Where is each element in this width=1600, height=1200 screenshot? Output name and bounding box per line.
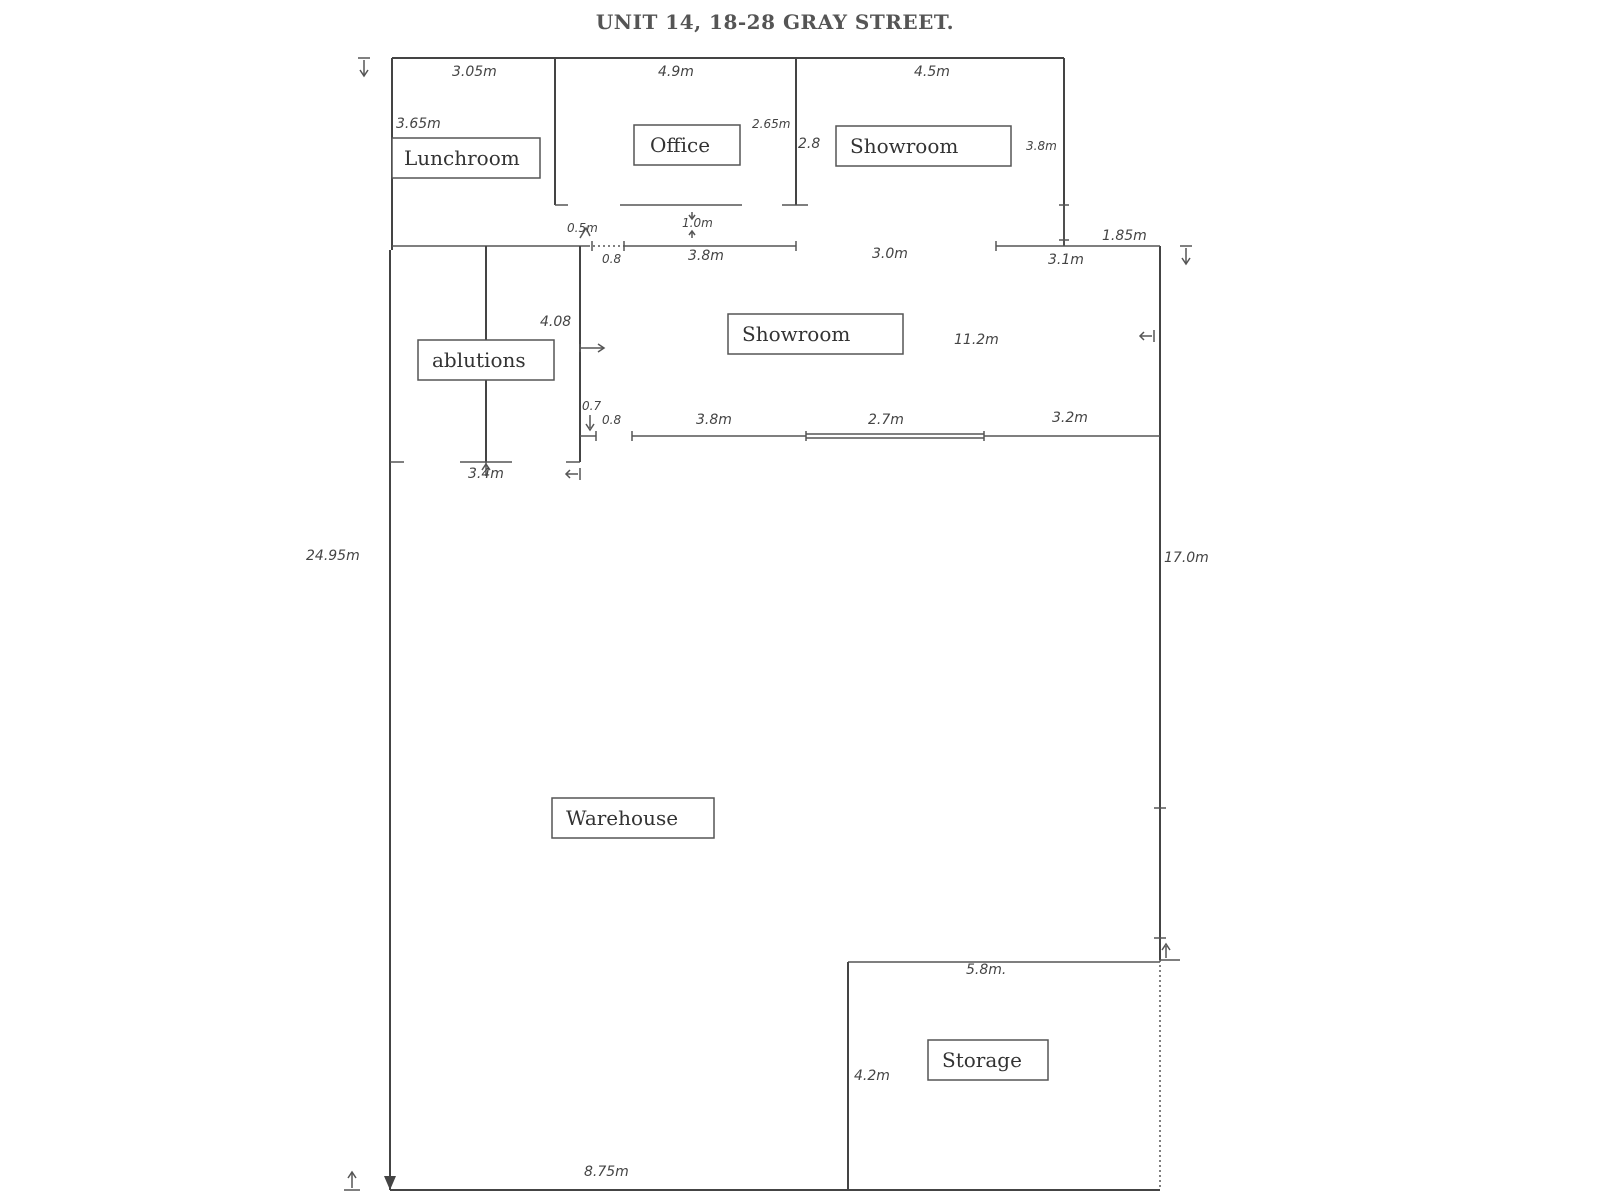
dim-storage-width: 5.8m. bbox=[966, 962, 1006, 978]
room-storage: Storage bbox=[927, 1039, 1049, 1081]
room-lunchroom: Lunchroom bbox=[391, 137, 541, 179]
dim-office-wall: 2.8 bbox=[798, 136, 820, 152]
room-office: Office bbox=[633, 124, 741, 166]
dim-door-1-0: 1.0m bbox=[682, 216, 713, 230]
storage-walls bbox=[847, 961, 1160, 1190]
warehouse-label: Warehouse bbox=[566, 806, 678, 830]
dim-seg-0-7: 0.7 bbox=[582, 399, 601, 413]
room-warehouse: Warehouse bbox=[551, 797, 715, 839]
showroom-top-label: Showroom bbox=[850, 134, 958, 158]
room-showroom-top: Showroom bbox=[835, 125, 1012, 167]
upper-partitions bbox=[554, 58, 1069, 246]
showroom-warehouse-wall bbox=[580, 431, 1160, 441]
storage-label: Storage bbox=[942, 1048, 1022, 1072]
room-showroom-main: Showroom bbox=[727, 313, 904, 355]
office-label: Office bbox=[650, 133, 710, 157]
showroom-main-label: Showroom bbox=[742, 322, 850, 346]
dim-door-0-5: 0.5m bbox=[567, 221, 598, 235]
dim-total-depth: 24.95m bbox=[306, 548, 360, 564]
dim-seg-3-8-a: 3.8m bbox=[688, 248, 724, 264]
outer-walls bbox=[389, 57, 1161, 1191]
dim-showroom-top-depth: 3.8m bbox=[1026, 139, 1057, 153]
dim-seg-3-1: 3.1m bbox=[1048, 252, 1084, 268]
dim-showroom-main-depth: 11.2m bbox=[954, 332, 999, 348]
dimension-labels: 3.05m 4.9m 4.5m 3.65m 2.65m 2.8 3.8m 0.5… bbox=[306, 64, 1209, 1180]
corridor-line bbox=[392, 241, 1160, 251]
right-ticks bbox=[1154, 807, 1180, 961]
dim-ablutions-depth: 4.08 bbox=[540, 314, 571, 330]
dim-storage-depth: 4.2m bbox=[854, 1068, 890, 1084]
dim-seg-3-0: 3.0m bbox=[872, 246, 908, 262]
room-ablutions: ablutions bbox=[417, 339, 555, 381]
dim-seg-0-8-b: 0.8 bbox=[602, 413, 621, 427]
dim-lunch-depth: 3.65m bbox=[396, 116, 441, 132]
dim-lunch-width: 3.05m bbox=[452, 64, 497, 80]
dim-office-depth: 2.65m bbox=[752, 117, 790, 131]
corner-arrows bbox=[344, 57, 1192, 1191]
dim-seg-3-2: 3.2m bbox=[1052, 410, 1088, 426]
dim-total-width: 8.75m bbox=[584, 1164, 629, 1180]
ablutions-label: ablutions bbox=[432, 348, 526, 372]
lunchroom-label: Lunchroom bbox=[404, 146, 520, 170]
plan-title: UNIT 14, 18-28 GRAY STREET. bbox=[596, 10, 954, 34]
dim-seg-3-8-b: 3.8m bbox=[696, 412, 732, 428]
dim-ablutions-width: 3.4m bbox=[468, 466, 504, 482]
dim-seg-0-8-a: 0.8 bbox=[602, 252, 621, 266]
dim-showroom-top-width: 4.5m bbox=[914, 64, 950, 80]
dim-office-width: 4.9m bbox=[658, 64, 694, 80]
dim-warehouse-depth: 17.0m bbox=[1164, 550, 1209, 566]
dim-seg-1-85: 1.85m bbox=[1102, 228, 1147, 244]
dim-seg-2-7: 2.7m bbox=[868, 412, 904, 428]
